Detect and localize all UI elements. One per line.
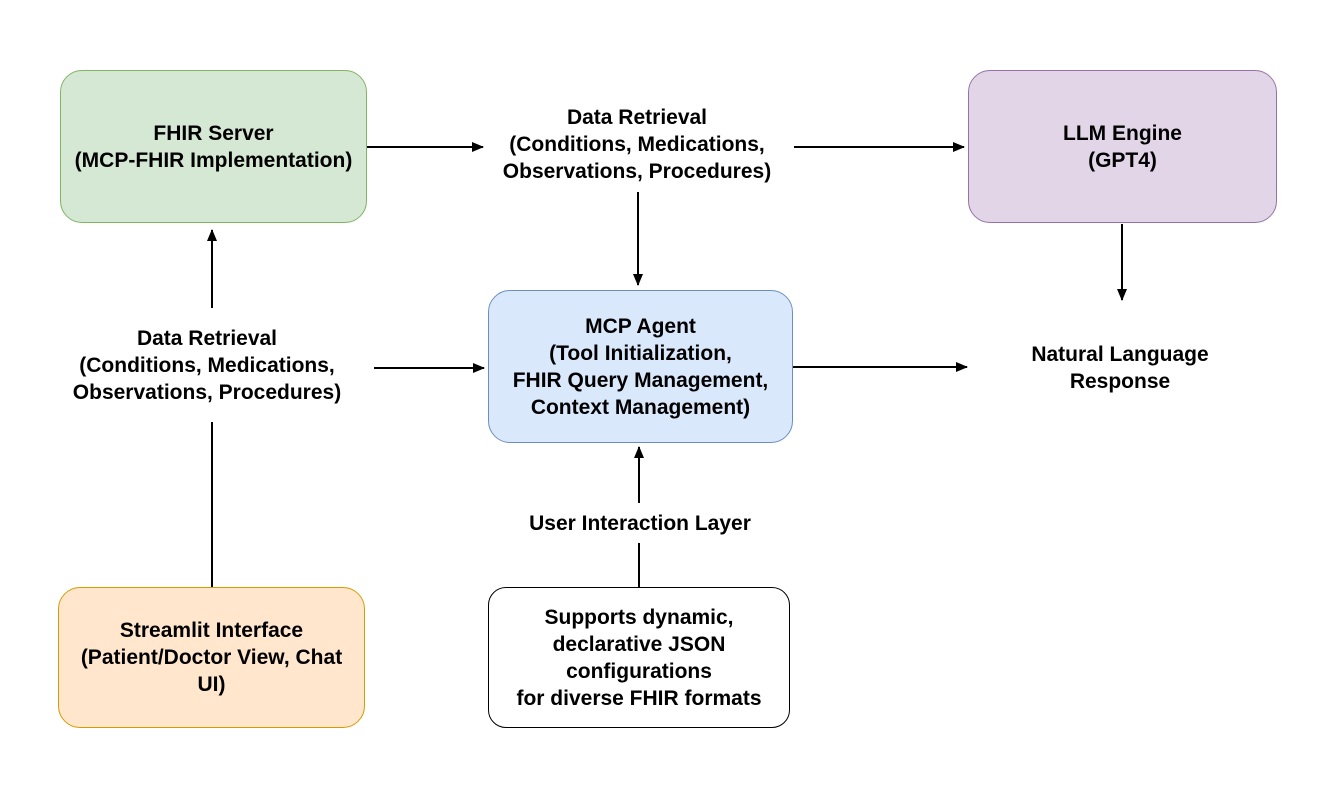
label-natural-language-response: Natural Language Response [1031,343,1209,393]
node-llm-engine: LLM Engine (GPT4) [968,70,1277,223]
node-fhir-server: FHIR Server (MCP-FHIR Implementation) [60,70,367,223]
edge-label-data-retrieval-top: Data Retrieval (Conditions, Medications,… [502,105,772,183]
edge-label-user-interaction-layer: User Interaction Layer [512,503,768,543]
edge-label-data-retrieval-left: Data Retrieval (Conditions, Medications,… [40,308,374,422]
node-mcp-agent: MCP Agent (Tool Initialization, FHIR Que… [488,290,793,443]
node-streamlit-interface: Streamlit Interface (Patient/Doctor View… [58,587,365,728]
node-json-config-note: Supports dynamic, declarative JSON confi… [488,587,790,728]
